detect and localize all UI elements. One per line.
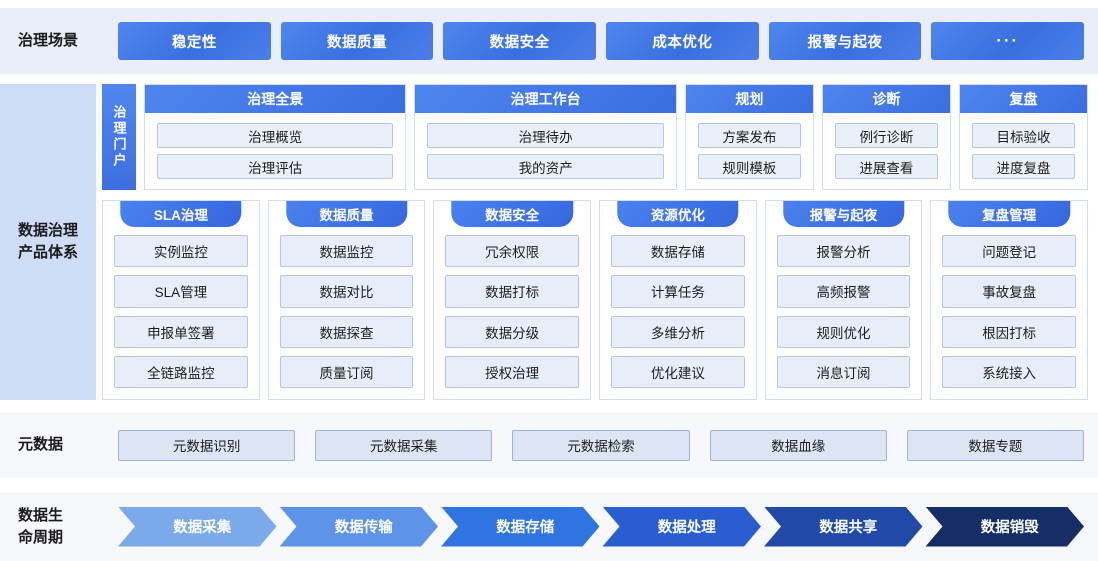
capability-item-quality-subscription[interactable]: 质量订阅 [279,355,414,388]
scenario-chip-more[interactable]: ··· [931,22,1085,60]
governance-scenarios-list: 稳定性 数据质量 数据安全 成本优化 报警与起夜 ··· [118,22,1098,60]
capability-column-resource-optimization: 资源优化 数据存储 计算任务 多维分析 优化建议 [599,200,757,400]
portal-item-progress-view[interactable]: 进展查看 [834,154,938,179]
capability-item-rule-optimization[interactable]: 规则优化 [776,315,911,348]
data-lifecycle-label-wrap: 数据生 命周期 [0,505,118,549]
portal-item-routine-diagnosis[interactable]: 例行诊断 [834,123,938,148]
capability-column-alerting: 报警与起夜 报警分析 高频报警 规则优化 消息订阅 [764,200,923,400]
governance-scenarios-label: 治理场景 [18,32,79,50]
capability-item-multidimensional-analysis[interactable]: 多维分析 [611,315,745,348]
metadata-label-wrap: 元数据 [0,434,118,456]
governance-scenarios-band: 治理场景 稳定性 数据质量 数据安全 成本优化 报警与起夜 ··· [0,8,1098,74]
capability-column-sla-title: SLA治理 [120,201,242,227]
metadata-chip-retrieval[interactable]: 元数据检索 [512,429,690,461]
capability-column-alerting-title: 报警与起夜 [782,201,905,227]
lifecycle-arrow-sharing[interactable]: 数据共享 [764,507,923,547]
portal-card-workbench[interactable]: 治理工作台 治理待办 我的资产 [414,84,677,190]
capability-item-authorization-governance[interactable]: 授权治理 [445,355,580,388]
data-lifecycle-band: 数据生 命周期 数据采集 数据传输 数据存储 数据处理 数据共享 数据销毁 [0,492,1098,561]
capability-item-data-tagging[interactable]: 数据打标 [445,275,580,308]
capability-item-data-classification[interactable]: 数据分级 [445,315,580,348]
capability-column-data-quality-title: 数据质量 [285,201,408,227]
portal-card-review[interactable]: 复盘 目标验收 进度复盘 [958,84,1089,190]
capability-column-resource-optimization-title: 资源优化 [617,201,739,227]
portal-card-planning[interactable]: 规划 方案发布 规则模板 [684,84,814,190]
portal-card-workbench-title: 治理工作台 [415,85,676,113]
capability-item-full-link-monitor[interactable]: 全链路监控 [114,355,248,388]
scenario-chip-data-quality[interactable]: 数据质量 [280,22,434,60]
capability-item-incident-review[interactable]: 事故复盘 [942,275,1077,308]
portal-card-planning-title: 规划 [685,85,813,113]
portal-card-diagnosis-title: 诊断 [822,85,950,113]
capability-item-compute-task[interactable]: 计算任务 [611,275,745,308]
portal-card-diagnosis[interactable]: 诊断 例行诊断 进展查看 [821,84,951,190]
capability-item-sla-management[interactable]: SLA管理 [114,275,248,308]
portal-card-overview[interactable]: 治理全景 治理概览 治理评估 [144,84,407,190]
governance-portal-strip: 治理门户 治理全景 治理概览 治理评估 治理工作台 治理待办 我的资产 [102,84,1089,190]
portal-item-rule-template[interactable]: 规则模板 [697,154,801,179]
capability-column-sla: SLA治理 实例监控 SLA管理 申报单签署 全链路监控 [102,200,260,400]
portal-item-plan-release[interactable]: 方案发布 [697,123,801,148]
capability-item-data-comparison[interactable]: 数据对比 [279,275,414,308]
metadata-band: 元数据 元数据识别 元数据采集 元数据检索 数据血缘 数据专题 [0,412,1098,478]
capability-item-high-frequency-alert[interactable]: 高频报警 [776,275,911,308]
lifecycle-arrow-processing[interactable]: 数据处理 [603,507,762,547]
portal-card-review-title: 复盘 [959,85,1088,113]
metadata-chip-topic[interactable]: 数据专题 [906,429,1085,461]
capability-item-optimization-advice[interactable]: 优化建议 [611,355,745,388]
data-lifecycle-list: 数据采集 数据传输 数据存储 数据处理 数据共享 数据销毁 [118,507,1098,547]
portal-item-my-assets[interactable]: 我的资产 [427,154,664,179]
capability-column-data-security-title: 数据安全 [451,201,573,227]
capability-item-root-cause-tagging[interactable]: 根因打标 [942,315,1077,348]
governance-scenarios-label-wrap: 治理场景 [0,30,118,52]
scenario-chip-cost-optimization[interactable]: 成本优化 [606,22,759,60]
governance-portal-tab[interactable]: 治理门户 [102,84,136,190]
product-system-band: 数据治理 产品体系 治理门户 治理全景 治理概览 治理评估 治理工作台 治理待办 [0,84,1098,400]
capability-column-data-security: 数据安全 冗余权限 数据打标 数据分级 授权治理 [433,200,592,400]
lifecycle-arrow-transmission[interactable]: 数据传输 [280,507,439,547]
capability-item-system-integration[interactable]: 系统接入 [942,355,1077,388]
portal-card-overview-items: 治理概览 治理评估 [145,113,405,189]
portal-card-planning-items: 方案发布 规则模板 [686,113,813,189]
portal-item-governance-todo[interactable]: 治理待办 [427,123,664,148]
capability-columns-strip: SLA治理 实例监控 SLA管理 申报单签署 全链路监控 数据质量 数据监控 数… [102,200,1089,400]
capability-item-issue-registration[interactable]: 问题登记 [942,235,1077,268]
lifecycle-arrow-storage[interactable]: 数据存储 [441,507,600,547]
portal-item-governance-overview[interactable]: 治理概览 [157,123,394,148]
product-system-label: 数据治理 产品体系 [17,222,78,261]
metadata-chip-lineage[interactable]: 数据血缘 [709,429,887,461]
scenario-chip-alerting[interactable]: 报警与起夜 [768,22,922,60]
portal-item-progress-review[interactable]: 进度复盘 [971,154,1076,179]
portal-card-diagnosis-items: 例行诊断 进展查看 [823,113,950,189]
capability-column-review-management: 复盘管理 问题登记 事故复盘 根因打标 系统接入 [930,200,1089,400]
capability-item-data-monitor[interactable]: 数据监控 [279,235,414,268]
lifecycle-arrow-collection[interactable]: 数据采集 [118,507,277,547]
capability-item-data-storage[interactable]: 数据存储 [611,235,745,268]
portal-card-review-items: 目标验收 进度复盘 [960,113,1087,189]
capability-item-instance-monitor[interactable]: 实例监控 [114,235,248,268]
product-system-body: 治理门户 治理全景 治理概览 治理评估 治理工作台 治理待办 我的资产 [102,84,1098,400]
portal-item-governance-assessment[interactable]: 治理评估 [157,154,394,179]
metadata-label: 元数据 [18,436,64,454]
metadata-chip-identification[interactable]: 元数据识别 [118,429,296,461]
capability-column-review-management-title: 复盘管理 [948,201,1070,227]
data-lifecycle-label: 数据生 命周期 [18,506,64,546]
capability-item-message-subscription[interactable]: 消息订阅 [776,355,911,388]
product-system-label-panel: 数据治理 产品体系 [0,84,96,400]
metadata-chip-collection[interactable]: 元数据采集 [315,429,493,461]
portal-card-overview-title: 治理全景 [145,85,406,113]
capability-item-declaration-signing[interactable]: 申报单签署 [114,315,248,348]
capability-column-data-quality: 数据质量 数据监控 数据对比 数据探查 质量订阅 [267,200,426,400]
capability-item-data-profiling[interactable]: 数据探查 [279,315,414,348]
scenario-chip-stability[interactable]: 稳定性 [118,22,271,60]
lifecycle-arrow-destruction[interactable]: 数据销毁 [926,507,1085,547]
scenario-chip-data-security[interactable]: 数据安全 [443,22,597,60]
portal-card-workbench-items: 治理待办 我的资产 [415,113,675,189]
capability-item-redundant-permission[interactable]: 冗余权限 [445,235,580,268]
metadata-list: 元数据识别 元数据采集 元数据检索 数据血缘 数据专题 [118,429,1098,461]
portal-item-goal-acceptance[interactable]: 目标验收 [971,123,1076,148]
capability-item-alert-analysis[interactable]: 报警分析 [776,235,911,268]
